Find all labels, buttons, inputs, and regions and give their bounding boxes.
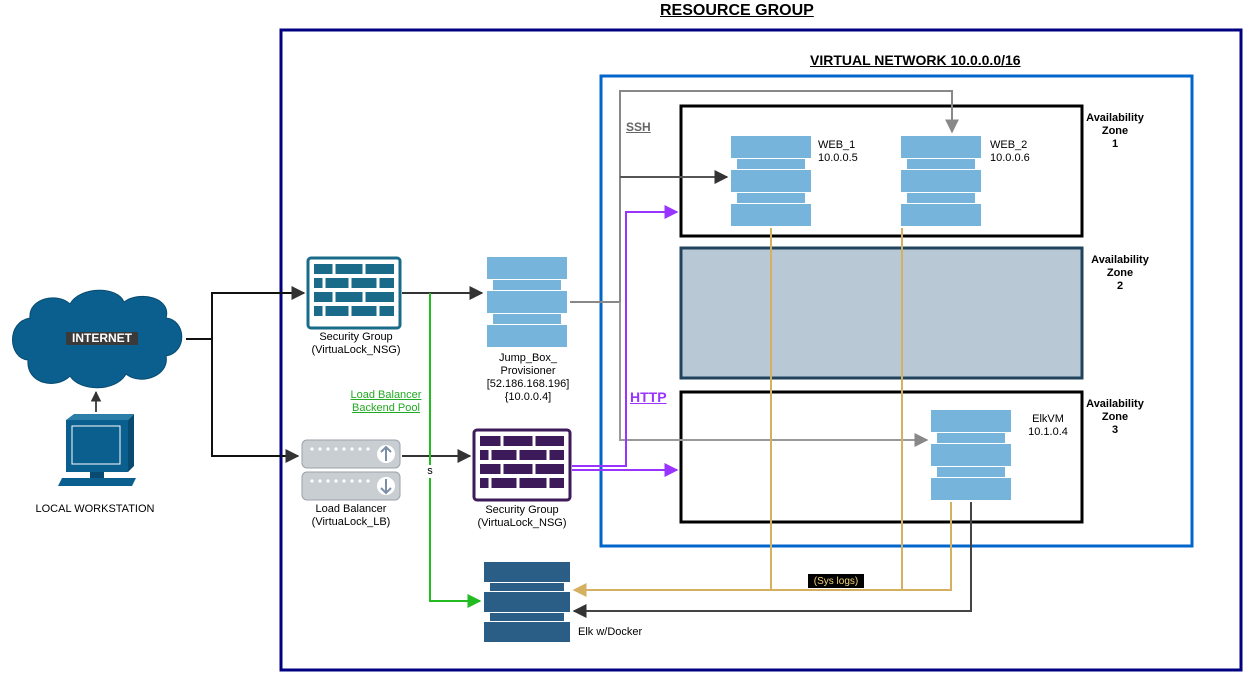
load-balancer-line1: Load Balancer <box>315 503 387 515</box>
lb-backend-pool-line2: Backend Pool <box>352 402 420 414</box>
lb-edge-label: s <box>424 465 436 478</box>
load-balancer-icon <box>301 439 401 501</box>
security-group-top-firewall-icon <box>306 256 402 330</box>
zone-1-label: Availability Zone 1 <box>1080 112 1150 151</box>
web1-label: WEB_1 10.0.0.5 <box>818 139 858 165</box>
zone-2-line2: Zone <box>1106 267 1134 279</box>
load-balancer-line2: (VirtuaLock_LB) <box>311 516 391 528</box>
web1-ip: 10.0.0.5 <box>818 152 858 164</box>
elkvm-name: ElkVM <box>1032 413 1064 425</box>
web2-ip: 10.0.0.6 <box>990 152 1030 164</box>
elkvm-server-icon <box>931 410 1011 500</box>
zone-2-label: Availability Zone 2 <box>1084 254 1156 293</box>
security-group-top-line1: Security Group <box>319 331 393 343</box>
jump-box-line4: {10.0.0.4] <box>504 391 552 403</box>
elkvm-ip: 10.1.0.4 <box>1028 426 1068 438</box>
zone-3-line3: 3 <box>1111 424 1119 436</box>
workstation-label: LOCAL WORKSTATION <box>35 503 155 515</box>
security-group-bottom-line1: Security Group <box>485 504 559 516</box>
zone-1-line2: Zone <box>1101 125 1129 137</box>
edge-internet-to-load-balancer <box>211 339 300 463</box>
jump-box-line3: [52.186.168.196] <box>486 378 570 390</box>
web2-name: WEB_2 <box>990 139 1028 151</box>
availability-zone-3-box <box>679 390 1084 524</box>
zone-3-line2: Zone <box>1101 411 1129 423</box>
zone-1-line1: Availability <box>1086 112 1144 124</box>
syslogs-label-bg <box>808 574 864 588</box>
security-group-bottom-line2: (VirtuaLock_NSG) <box>477 517 567 529</box>
web2-label: WEB_2 10.0.0.6 <box>990 139 1030 165</box>
edge-ssh-to-elkvm <box>619 302 929 447</box>
web1-name: WEB_1 <box>818 139 856 151</box>
http-label: HTTP <box>630 389 667 405</box>
elkvm-label: ElkVM 10.1.0.4 <box>1020 413 1076 439</box>
resource-group-box <box>279 28 1243 672</box>
elk-docker-server-icon <box>484 562 570 642</box>
zone-3-label: Availability Zone 3 <box>1080 398 1150 437</box>
web2-server-icon <box>901 136 981 226</box>
security-group-bottom-firewall-icon <box>472 428 572 502</box>
jump-box-line2: Provisioner <box>500 365 556 377</box>
security-group-top-line2: (VirtuaLock_NSG) <box>311 344 401 356</box>
jump-box-server-icon <box>487 257 567 347</box>
ssh-label: SSH <box>626 120 651 134</box>
workstation-icon <box>58 414 136 486</box>
web1-server-icon <box>731 136 811 226</box>
zone-3-line1: Availability <box>1086 398 1144 410</box>
jump-box-line1: Jump_Box_ <box>498 352 558 364</box>
jump-box-label: Jump_Box_ Provisioner [52.186.168.196] {… <box>468 352 588 404</box>
resource-group-title: RESOURCE GROUP <box>660 2 814 19</box>
edge-load-balancer-backend-pool <box>429 293 482 608</box>
edge-internet-to-security-group <box>211 286 306 339</box>
syslogs-label: (Sys logs) <box>813 576 859 587</box>
zone-2-line1: Availability <box>1091 254 1149 266</box>
security-group-bottom-label: Security Group (VirtuaLock_NSG) <box>462 504 582 530</box>
edge-ssh-trunk <box>570 90 959 303</box>
virtual-network-title: VIRTUAL NETWORK 10.0.0.0/16 <box>810 52 1021 68</box>
edge-http-to-zone1 <box>572 205 679 467</box>
availability-zone-2-box <box>679 246 1084 380</box>
edge-elkvm-to-elk-docker <box>572 502 972 618</box>
lb-backend-pool-label: Load Balancer Backend Pool <box>338 389 434 415</box>
load-balancer-label: Load Balancer (VirtuaLock_LB) <box>291 503 411 529</box>
virtual-network-box <box>599 74 1194 548</box>
zone-2-line3: 2 <box>1116 280 1124 292</box>
edge-syslog-elkvm <box>572 502 952 597</box>
zone-1-line3: 1 <box>1111 138 1119 150</box>
security-group-top-label: Security Group (VirtuaLock_NSG) <box>296 331 416 357</box>
lb-backend-pool-line1: Load Balancer <box>350 389 422 401</box>
internet-label: INTERNET <box>66 332 138 345</box>
elk-docker-label: Elk w/Docker <box>578 626 643 638</box>
